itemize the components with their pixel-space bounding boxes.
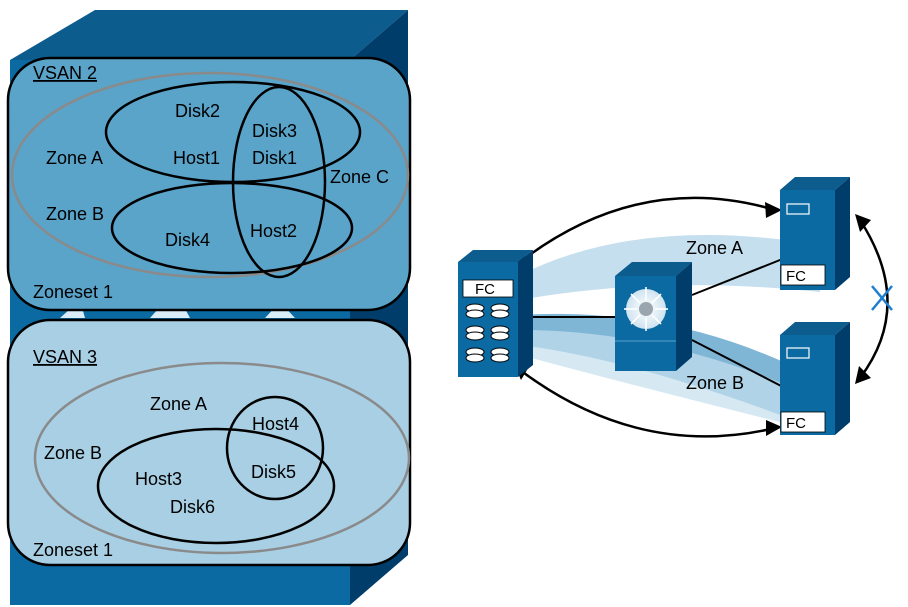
storage-top — [458, 250, 533, 262]
vsan2-group: VSAN 2 Disk2 Disk3 Zone A Host1 Disk1 Zo… — [6, 56, 412, 312]
vsan2-zone-c-ellipse — [231, 85, 327, 279]
vsan2-zoneset-ellipse — [10, 71, 410, 279]
host-top-icon: FC — [780, 177, 850, 290]
switch-arrows — [624, 287, 668, 331]
host-bottom-fc-card — [780, 411, 826, 433]
vsan2-disk1-label: Disk1 — [252, 148, 297, 168]
vsan3-disk5-label: Disk5 — [251, 462, 296, 482]
switch-top — [615, 262, 692, 276]
arrowhead — [765, 202, 782, 218]
vsan3-zone-a-ellipse — [225, 395, 325, 501]
host-top-side — [835, 177, 850, 290]
host-top-fc-label: FC — [786, 268, 806, 285]
arrow-host-host — [858, 219, 889, 379]
vsan3-host3-label: Host3 — [135, 469, 182, 489]
arrowhead — [855, 214, 871, 232]
host-top-fc-card — [780, 264, 826, 286]
vsan3-zoneset-ellipse — [33, 361, 411, 555]
chassis-top — [10, 10, 408, 60]
vsan3-zone-a-label: Zone A — [150, 394, 207, 414]
link-switch-host-top — [691, 257, 786, 296]
arrow-storage-host-bottom — [519, 368, 776, 438]
host-bottom-drive — [786, 347, 810, 359]
vsan2-disk4-label: Disk4 — [165, 230, 210, 250]
storage-array-icon: FC — [458, 250, 533, 377]
vsan3-zone-b-ellipse — [96, 427, 336, 545]
vsan2-disk2-label: Disk2 — [175, 101, 220, 121]
storage-side — [518, 250, 533, 377]
storage-label-box — [462, 279, 514, 298]
host-bottom-top — [780, 322, 850, 335]
vsan3-zoneset-label: Zoneset 1 — [33, 540, 113, 560]
arrow-storage-host-top — [519, 196, 776, 263]
zone-b-band-light — [520, 330, 820, 432]
vsan3-zone-b-label: Zone B — [44, 443, 102, 463]
storage-disks — [465, 303, 510, 363]
link-switch-host-bottom — [691, 339, 786, 389]
mds-switch-icon — [615, 262, 692, 371]
vsan2-zone-a-label: Zone A — [46, 148, 103, 168]
vsan3-disk6-label: Disk6 — [170, 497, 215, 517]
vsan3-host4-label: Host4 — [252, 414, 299, 434]
host-bottom-side — [835, 322, 850, 435]
host-bottom-icon: FC — [780, 322, 850, 435]
right-zone-a-label: Zone A — [686, 238, 743, 258]
path-arrows — [519, 196, 889, 438]
host-bottom-fc-label: FC — [786, 415, 806, 432]
switch-core — [639, 302, 653, 316]
storage-fc-label: FC — [475, 281, 495, 298]
vsan2-host1-label: Host1 — [173, 148, 220, 168]
vsan2-zone-c-label: Zone C — [330, 167, 389, 187]
arrowhead — [855, 366, 871, 384]
switch-side — [676, 262, 692, 371]
vsan2-title: VSAN 2 — [33, 63, 97, 83]
arrowhead — [766, 420, 782, 436]
host-top-drive — [786, 203, 810, 215]
links — [530, 257, 786, 389]
vsan3-group: VSAN 3 Zone A Host4 Zone B Host3 Disk5 D… — [6, 318, 412, 567]
host-top-top — [780, 177, 850, 190]
right-zone-b-label: Zone B — [686, 373, 744, 393]
vsan2-disk3-label: Disk3 — [252, 121, 297, 141]
vsan2-zoneset-label: Zoneset 1 — [33, 282, 113, 302]
vsan3-title: VSAN 3 — [33, 347, 97, 367]
x-mark-icon — [871, 285, 893, 311]
vsan2-zone-b-label: Zone B — [46, 204, 104, 224]
vsan2-host2-label: Host2 — [250, 221, 297, 241]
